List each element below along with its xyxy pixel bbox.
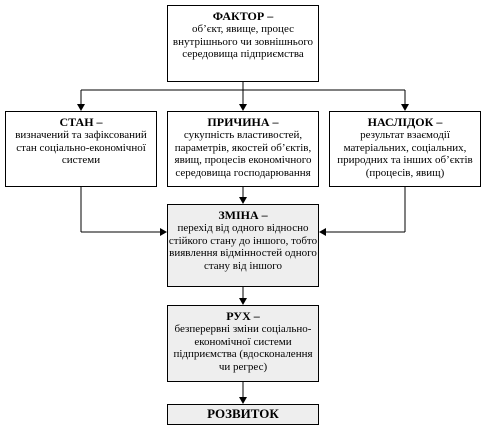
- state-box: СТАН – визначений та зафіксований стан с…: [5, 111, 157, 187]
- arrowhead-cause-to-change: [239, 197, 247, 204]
- cause-box: ПРИЧИНА – сукупність властивостей, парам…: [167, 111, 319, 187]
- arrowhead-to-cause: [239, 104, 247, 111]
- consequence-title: НАСЛІДОК –: [367, 115, 443, 129]
- arrowhead-to-consequence: [401, 104, 409, 111]
- arrowhead-state-to-change: [160, 228, 167, 236]
- development-title: РОЗВИТОК: [207, 406, 279, 421]
- change-description: перехід від одного відносно стійкого ста…: [168, 222, 318, 272]
- arrowhead-change-to-movement: [239, 298, 247, 305]
- factor-box: ФАКТОР – об’єкт, явище, процес внутрішнь…: [167, 5, 319, 82]
- consequence-box: НАСЛІДОК – результат взаємодії матеріаль…: [329, 111, 481, 187]
- factor-description: об’єкт, явище, процес внутрішнього чи зо…: [172, 23, 314, 60]
- change-box: ЗМІНА – перехід від одного відносно стій…: [167, 204, 319, 287]
- movement-title: РУХ –: [226, 309, 260, 323]
- change-title: ЗМІНА –: [218, 208, 268, 222]
- cause-description: сукупність властивостей, параметрів, яко…: [174, 129, 312, 179]
- development-box: РОЗВИТОК: [167, 404, 319, 425]
- arrowhead-movement-to-development: [239, 397, 247, 404]
- consequence-description: результат взаємодії матеріальних, соціал…: [337, 129, 473, 179]
- cause-title: ПРИЧИНА –: [207, 115, 279, 129]
- factor-title: ФАКТОР –: [212, 9, 274, 23]
- movement-box: РУХ – безперервні зміни соціально-економ…: [167, 305, 319, 382]
- state-title: СТАН –: [59, 115, 103, 129]
- movement-description: безперервні зміни соціально-економічної …: [173, 323, 313, 373]
- arrowhead-to-state: [77, 104, 85, 111]
- state-description: визначений та зафіксований стан соціальн…: [15, 129, 147, 166]
- arrowhead-consequence-to-change: [319, 228, 326, 236]
